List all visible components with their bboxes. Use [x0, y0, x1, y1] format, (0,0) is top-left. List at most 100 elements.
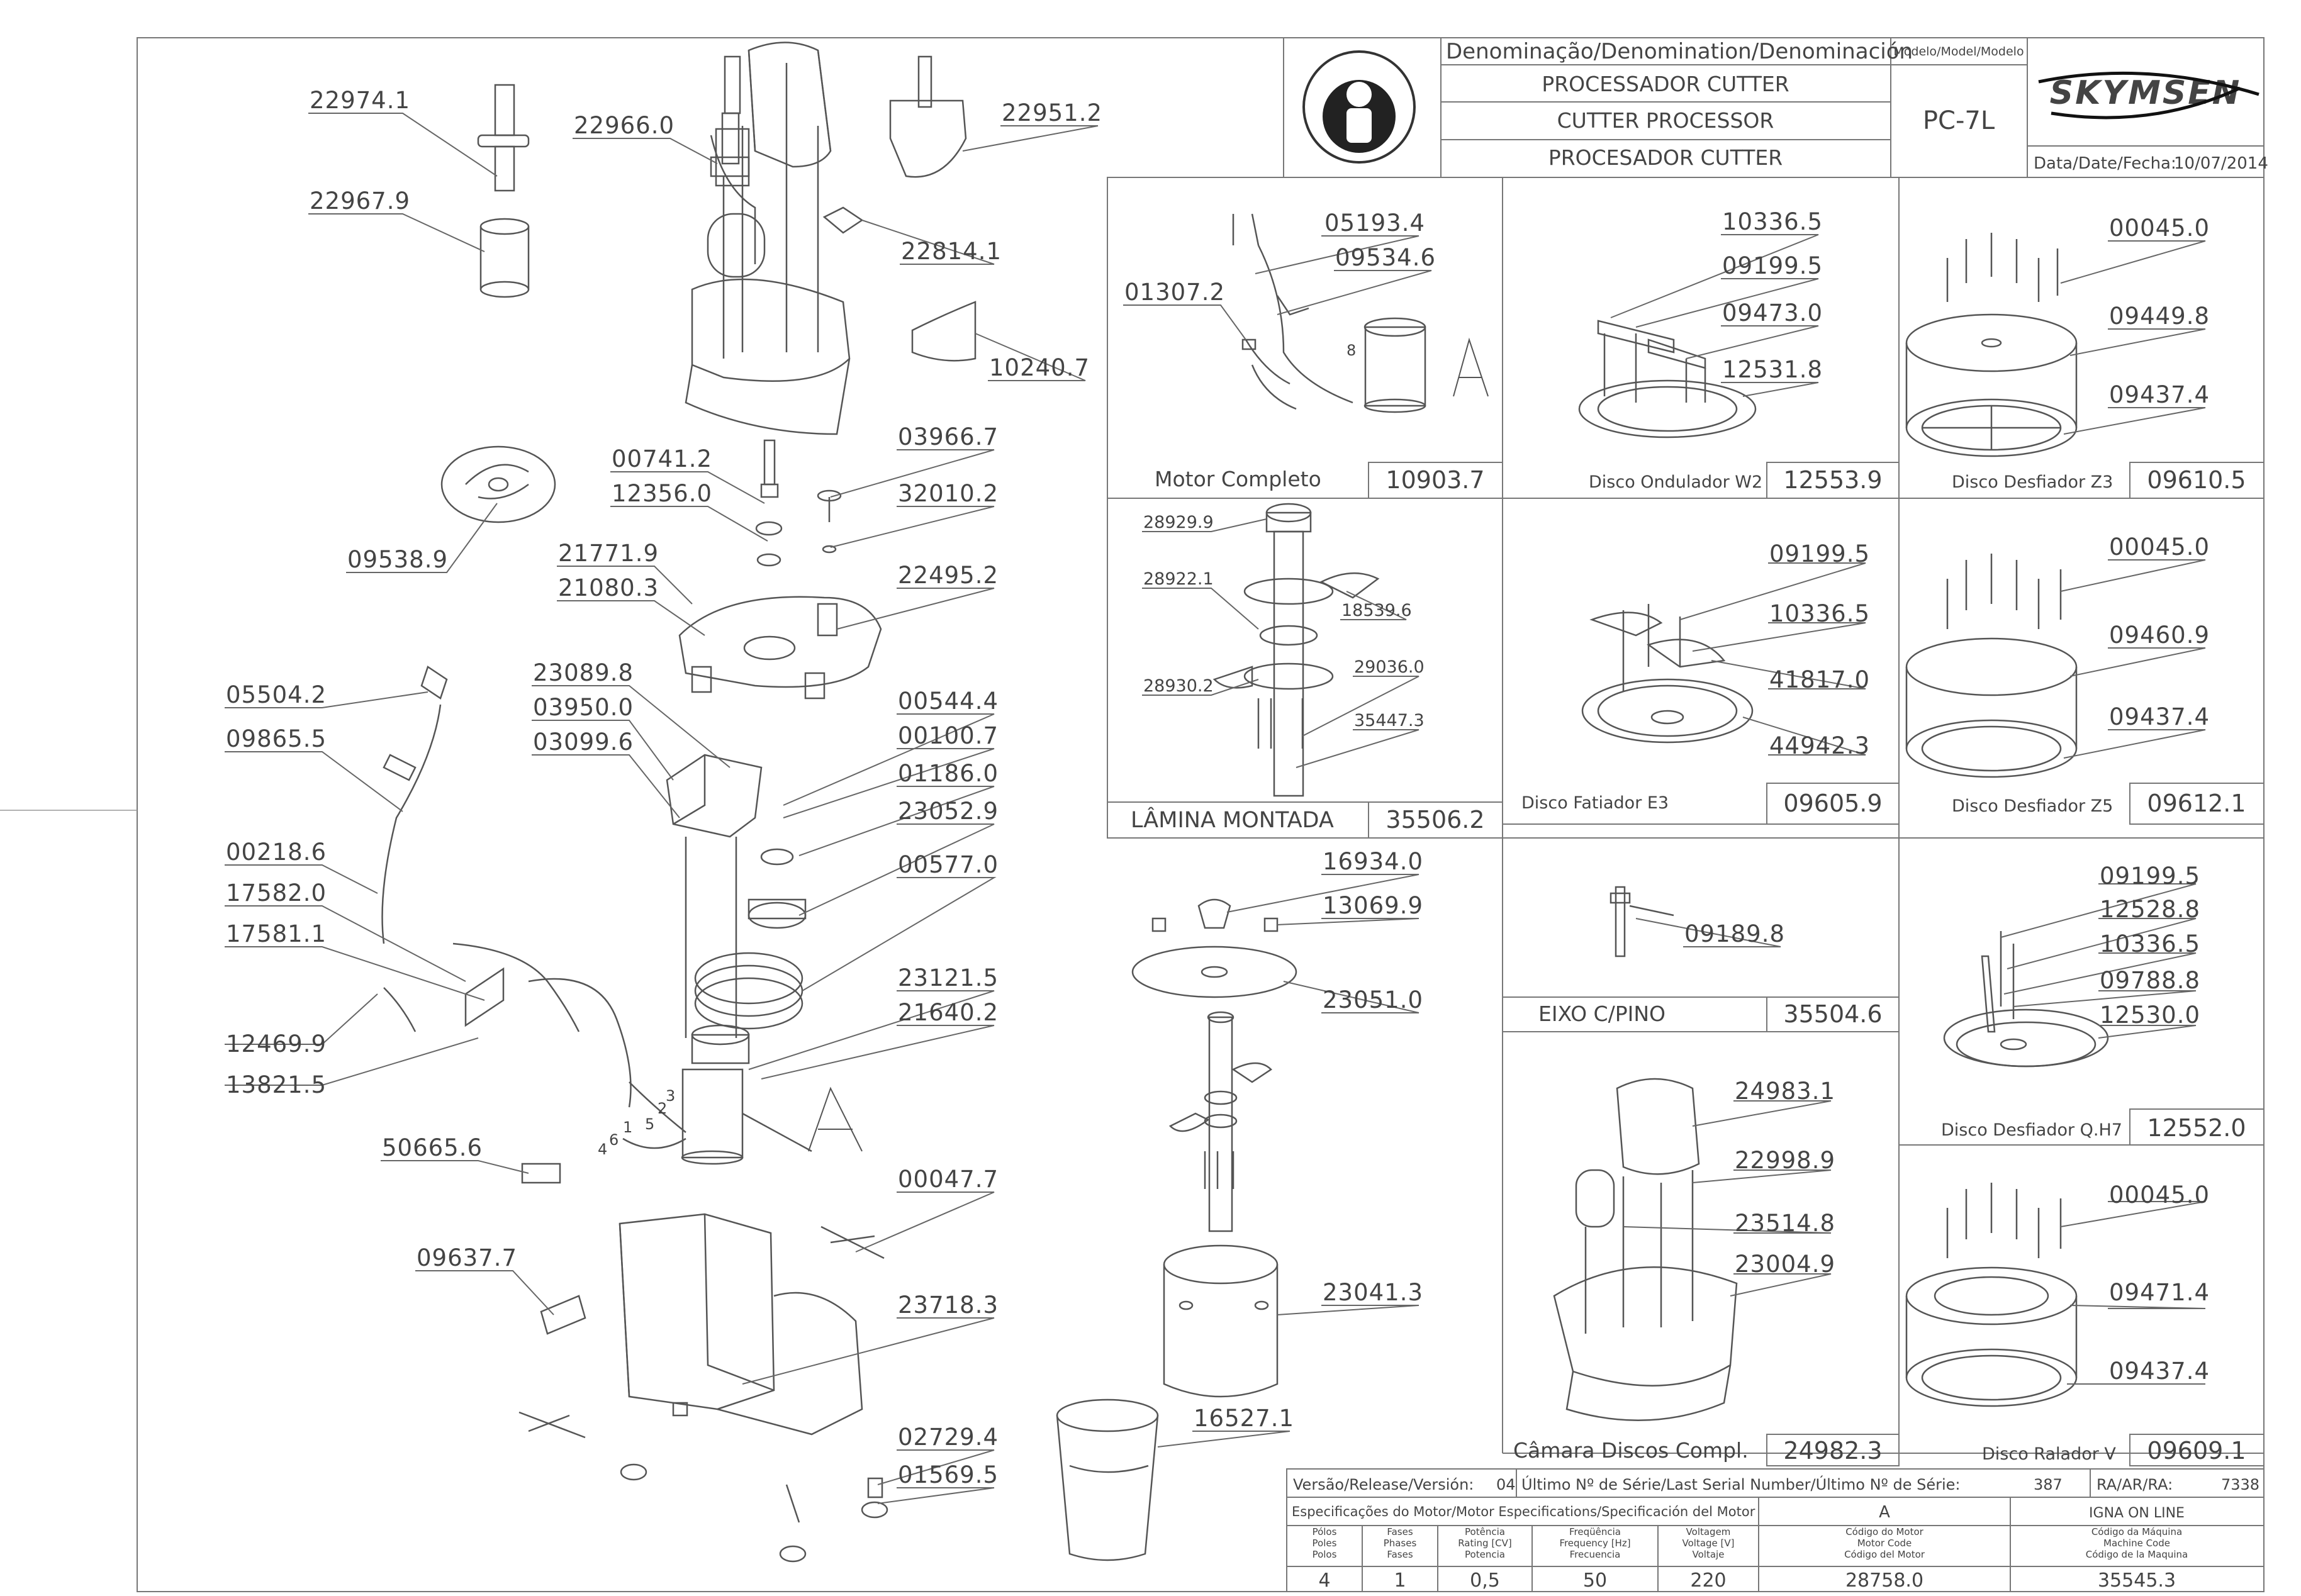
part-label: 12531.8 [1722, 356, 1823, 383]
part-label: 10336.5 [1769, 600, 1870, 627]
model-value: PC-7L [1923, 106, 1995, 135]
box-code: 12553.9 [1783, 466, 1882, 494]
part-label: 00045.0 [2109, 215, 2210, 242]
box-code: 09612.1 [2147, 790, 2246, 817]
part-label: 09437.4 [2109, 381, 2210, 408]
part-label: 23004.9 [1735, 1251, 1835, 1278]
part-label: 12530.0 [2100, 1002, 2200, 1029]
part-label: 17582.0 [226, 879, 327, 907]
part-label: 23041.3 [1323, 1279, 1423, 1306]
col-header: Código da Máquina [2091, 1526, 2182, 1537]
box-code: 09609.1 [2147, 1437, 2246, 1465]
part-label: 09199.5 [2100, 862, 2200, 890]
part-label: 28930.2 [1143, 676, 1214, 696]
part-label: 23121.5 [898, 964, 999, 991]
box-title: LÂMINA MONTADA [1131, 806, 1334, 833]
wire-number: 3 [666, 1087, 676, 1105]
name-en: CUTTER PROCESSOR [1557, 108, 1774, 133]
col-value: 4 [1318, 1570, 1330, 1592]
part-label: 00045.0 [2109, 1181, 2210, 1208]
col-header: Voltaje [1693, 1549, 1725, 1560]
wire-number: 5 [645, 1115, 655, 1133]
box-disco-ralador: 00045.0 09471.4 09437.4 Disco Ralador V … [1905, 1181, 2246, 1465]
box-lamina-montada: 28929.9 28922.1 18539.6 28930.2 29036.0 … [1131, 503, 1485, 834]
main-assembly-drawing [381, 42, 977, 1563]
igna-online: IGNA ON LINE [2089, 1505, 2185, 1521]
box-code: 10903.7 [1386, 466, 1484, 494]
box-disco-fatiador: 09199.5 10336.5 41817.0 44942.3 Disco Fa… [1521, 540, 1883, 817]
part-label: 03099.6 [533, 728, 634, 756]
part-label: 10336.5 [1722, 208, 1823, 235]
part-label: 29036.0 [1354, 657, 1425, 677]
part-label: 22495.2 [898, 562, 999, 589]
col-value: 50 [1583, 1570, 1607, 1592]
part-label: 09199.5 [1722, 252, 1823, 279]
col-header: Código del Motor [1844, 1549, 1925, 1560]
box-title: EIXO C/PINO [1538, 1002, 1666, 1026]
part-label: 09538.9 [347, 546, 448, 573]
ra-value: 7338 [2221, 1476, 2259, 1493]
part-label: 17581.1 [226, 920, 327, 947]
part-label: 22998.9 [1735, 1147, 1835, 1174]
part-label: 12469.9 [226, 1030, 327, 1057]
col-value: 220 [1690, 1570, 1726, 1592]
box-code: 35506.2 [1386, 806, 1484, 834]
bowl-assembly-drawing [1056, 898, 1297, 1561]
box-code: 35504.6 [1783, 1000, 1882, 1028]
col-header: Freqüência [1569, 1526, 1621, 1537]
part-label: 09449.8 [2109, 303, 2210, 330]
authorized-service-badge [1302, 50, 1416, 164]
version-value: 04 [1496, 1476, 1516, 1493]
brand-logo: SKYMSEN [2050, 74, 2242, 112]
part-label: 00544.4 [898, 688, 999, 715]
part-label: 13069.9 [1323, 892, 1423, 919]
leader-lines [225, 113, 1099, 1504]
part-label: 09437.4 [2109, 1358, 2210, 1385]
part-label: 22951.2 [1002, 99, 1102, 126]
box-title: Disco Desfiador Q.H7 [1941, 1120, 2122, 1140]
box-title: Disco Ralador V [1982, 1444, 2116, 1464]
date-label: Data/Date/Fecha: [2034, 154, 2176, 173]
part-label: 23051.0 [1323, 986, 1423, 1013]
col-header: Voltagem [1686, 1526, 1731, 1537]
part-label: 24983.1 [1735, 1078, 1835, 1105]
box-motor-completo: 05193.4 09534.6 01307.2 8 Motor Completo… [1123, 209, 1489, 494]
part-label: 21080.3 [558, 574, 659, 601]
part-label: 09534.6 [1335, 244, 1436, 271]
part-label: 35447.3 [1354, 711, 1425, 730]
part-label: 21640.2 [898, 999, 999, 1026]
part-label: 22974.1 [310, 87, 410, 114]
name-pt: PROCESSADOR CUTTER [1542, 72, 1789, 96]
part-label: 32010.2 [898, 480, 999, 507]
part-label: 02729.4 [898, 1424, 999, 1451]
footer-spec-table: Versão/Release/Versión: 04 Último Nº de … [1286, 1468, 2265, 1592]
col-header: Poles [1313, 1537, 1337, 1549]
part-label: 12356.0 [612, 480, 712, 507]
col-header: Potência [1465, 1526, 1505, 1537]
part-label: 22966.0 [574, 112, 675, 139]
part-label: 09471.4 [2109, 1279, 2210, 1306]
part-label: 50665.6 [382, 1134, 483, 1161]
part-label: 10240.7 [989, 354, 1090, 381]
box-title: Motor Completo [1155, 467, 1321, 491]
box-eixo: 09189.8 EIXO C/PINO 35504.6 [1538, 886, 1883, 1028]
col-header: Código do Motor [1845, 1526, 1923, 1537]
model-header: Modelo/Model/Modelo [1893, 45, 2024, 59]
box-title: Disco Fatiador E3 [1521, 793, 1669, 813]
part-label: 22967.9 [310, 187, 410, 215]
col-header: Potencia [1465, 1549, 1505, 1560]
part-label: 09199.5 [1769, 540, 1870, 567]
col-value: 0,5 [1470, 1570, 1500, 1592]
box-desfiador-z3: 00045.0 09449.8 09437.4 Disco Desfiador … [1905, 215, 2246, 494]
part-label: 00045.0 [2109, 533, 2210, 561]
part-label: 09460.9 [2109, 622, 2210, 649]
denomination-header: Denominação/Denomination/Denominación [1446, 39, 1913, 64]
col-header: Fases [1387, 1549, 1413, 1560]
col-value: 28758.0 [1845, 1570, 1923, 1592]
part-label: 21771.9 [558, 540, 659, 567]
box-title: Disco Desfiador Z5 [1952, 796, 2113, 816]
part-label: 03950.0 [533, 694, 634, 721]
part-label: 00577.0 [898, 851, 999, 878]
name-es: PROCESADOR CUTTER [1548, 145, 1783, 170]
